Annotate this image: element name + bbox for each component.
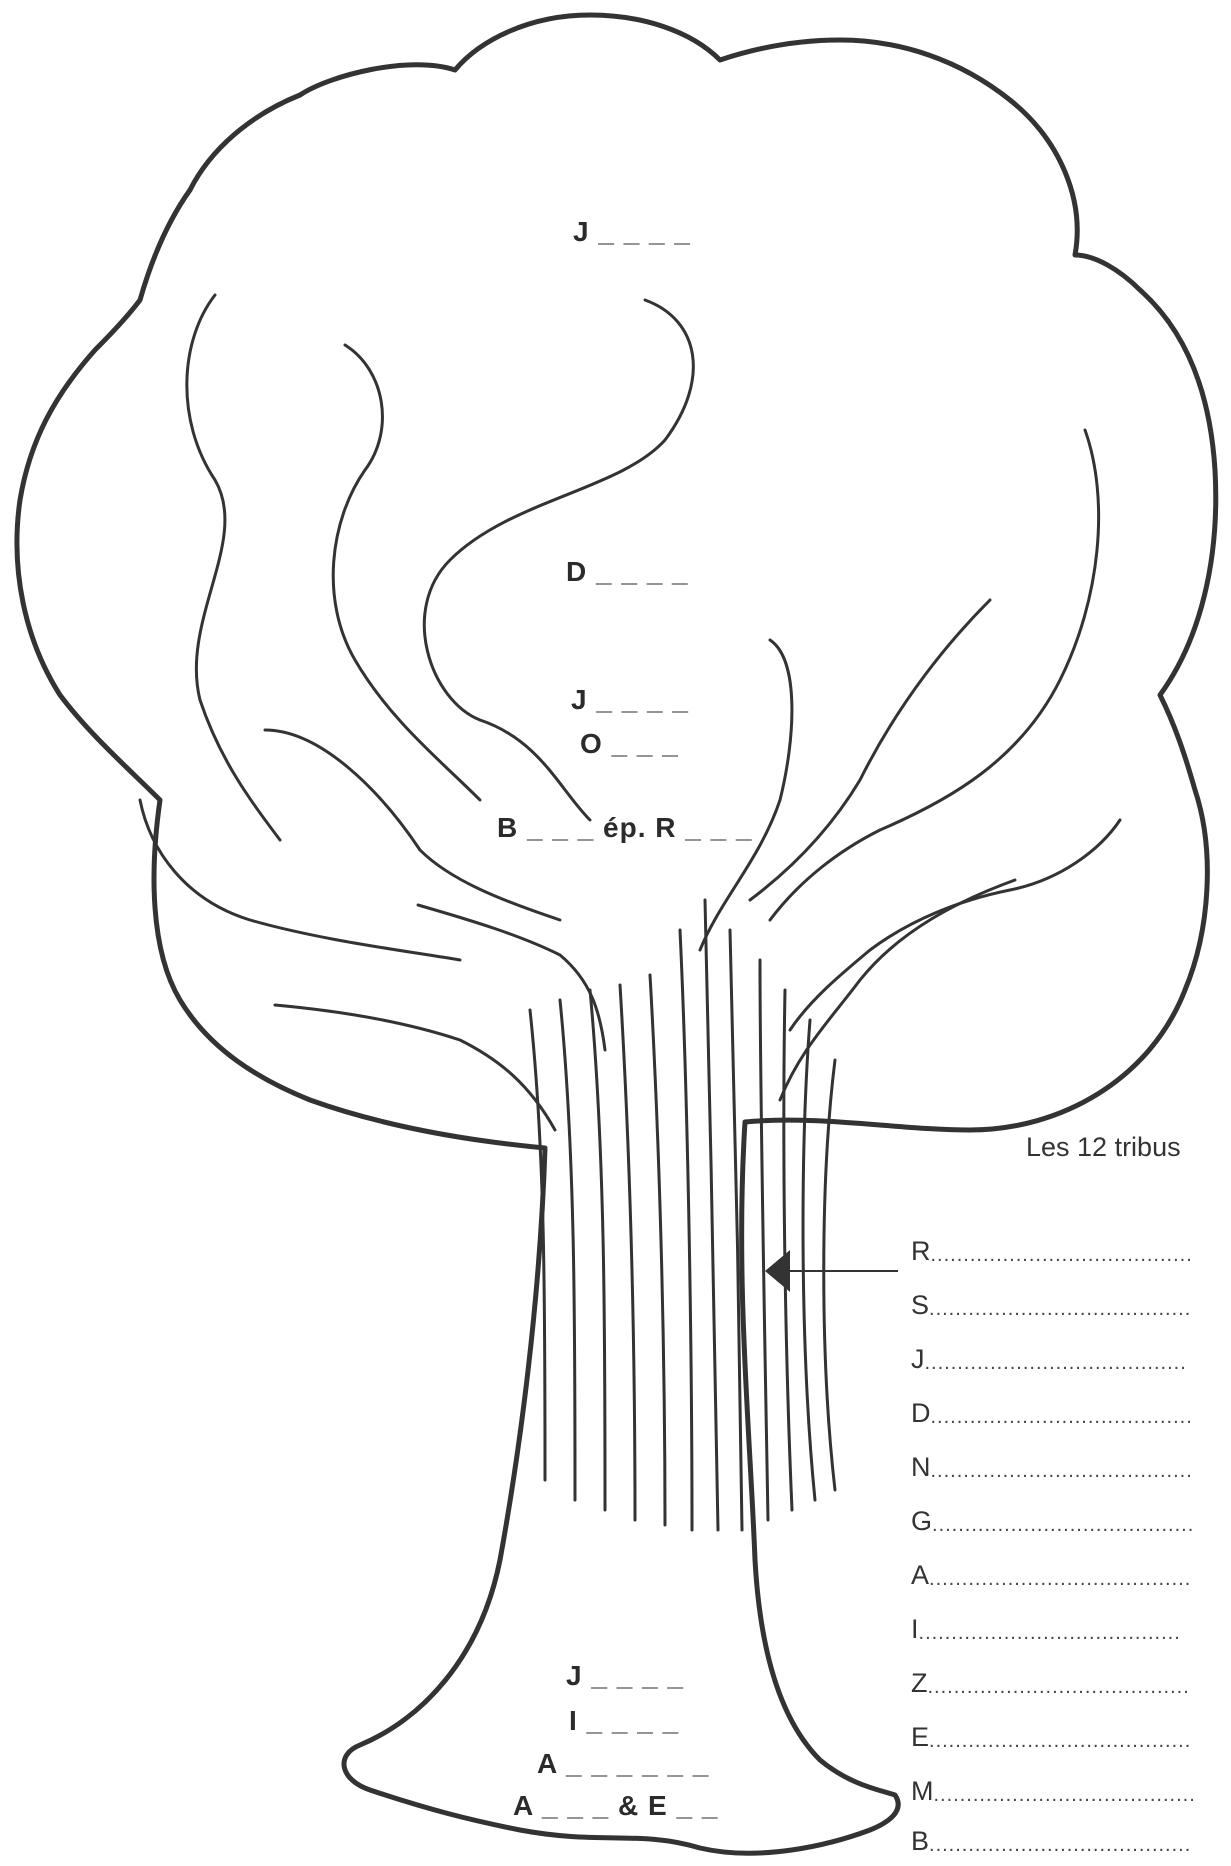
crown-label-1: J _ _ _ _: [573, 218, 691, 246]
tribe-letter: G: [911, 1506, 932, 1537]
tribe-letter: D: [911, 1398, 931, 1429]
tribe-dots: ........................................: [931, 1460, 1193, 1483]
tribe-row[interactable]: I.......................................…: [911, 1614, 1231, 1648]
tribe-letter: R: [911, 1236, 931, 1267]
tribe-row[interactable]: Z.......................................…: [911, 1668, 1231, 1702]
trunk-label-4: A _ _ _ & E _ _: [513, 1792, 718, 1820]
crown-label-4: O _ _ _: [580, 730, 679, 758]
tribe-dots: ........................................: [931, 1406, 1193, 1429]
tribe-letter: A: [911, 1560, 929, 1591]
tribe-letter: J: [911, 1344, 925, 1375]
tribe-letter: N: [911, 1452, 931, 1483]
tribe-row[interactable]: M.......................................…: [911, 1776, 1231, 1810]
crown-label-3: J _ _ _ _: [571, 686, 689, 714]
tribe-letter: E: [911, 1722, 929, 1753]
tribe-dots: ........................................: [932, 1514, 1194, 1537]
crown-label-5: B _ _ _ ép. R _ _ _: [497, 814, 753, 842]
tribe-row[interactable]: J.......................................…: [911, 1344, 1231, 1378]
tribe-letter: B: [911, 1826, 929, 1857]
trunk-label-1: J _ _ _ _: [566, 1662, 684, 1690]
tribe-dots: ........................................: [925, 1352, 1187, 1375]
tribe-letter: M: [911, 1776, 934, 1807]
tribe-dots: ........................................: [929, 1298, 1191, 1321]
tribe-dots: ........................................: [934, 1784, 1196, 1807]
crown-label-2: D _ _ _ _: [566, 558, 689, 586]
tribe-dots: ........................................: [931, 1244, 1193, 1267]
tribe-row[interactable]: A.......................................…: [911, 1560, 1231, 1594]
tribe-row[interactable]: D.......................................…: [911, 1398, 1231, 1432]
tribe-row[interactable]: E.......................................…: [911, 1722, 1231, 1756]
trunk-line: [824, 1060, 835, 1490]
tribe-row[interactable]: G.......................................…: [911, 1506, 1231, 1540]
tribes-title: Les 12 tribus: [1026, 1132, 1181, 1163]
tribe-row[interactable]: N.......................................…: [911, 1452, 1231, 1486]
trunk-label-2: I _ _ _ _: [569, 1707, 679, 1735]
tribe-row[interactable]: S.......................................…: [911, 1290, 1231, 1324]
tribe-letter: Z: [911, 1668, 928, 1699]
tribe-letter: I: [911, 1614, 919, 1645]
tribe-dots: ........................................: [929, 1568, 1191, 1591]
tribe-row[interactable]: R.......................................…: [911, 1236, 1231, 1270]
tribe-dots: ........................................: [928, 1676, 1190, 1699]
tribe-dots: ........................................: [929, 1834, 1191, 1857]
trunk-label-3: A _ _ _ _ _ _: [537, 1750, 709, 1778]
arrow-head: [765, 1250, 790, 1292]
tribe-letter: S: [911, 1290, 929, 1321]
tribe-row[interactable]: B.......................................…: [911, 1826, 1231, 1860]
tribe-dots: ........................................: [929, 1730, 1191, 1753]
tribe-dots: ........................................: [919, 1622, 1181, 1645]
